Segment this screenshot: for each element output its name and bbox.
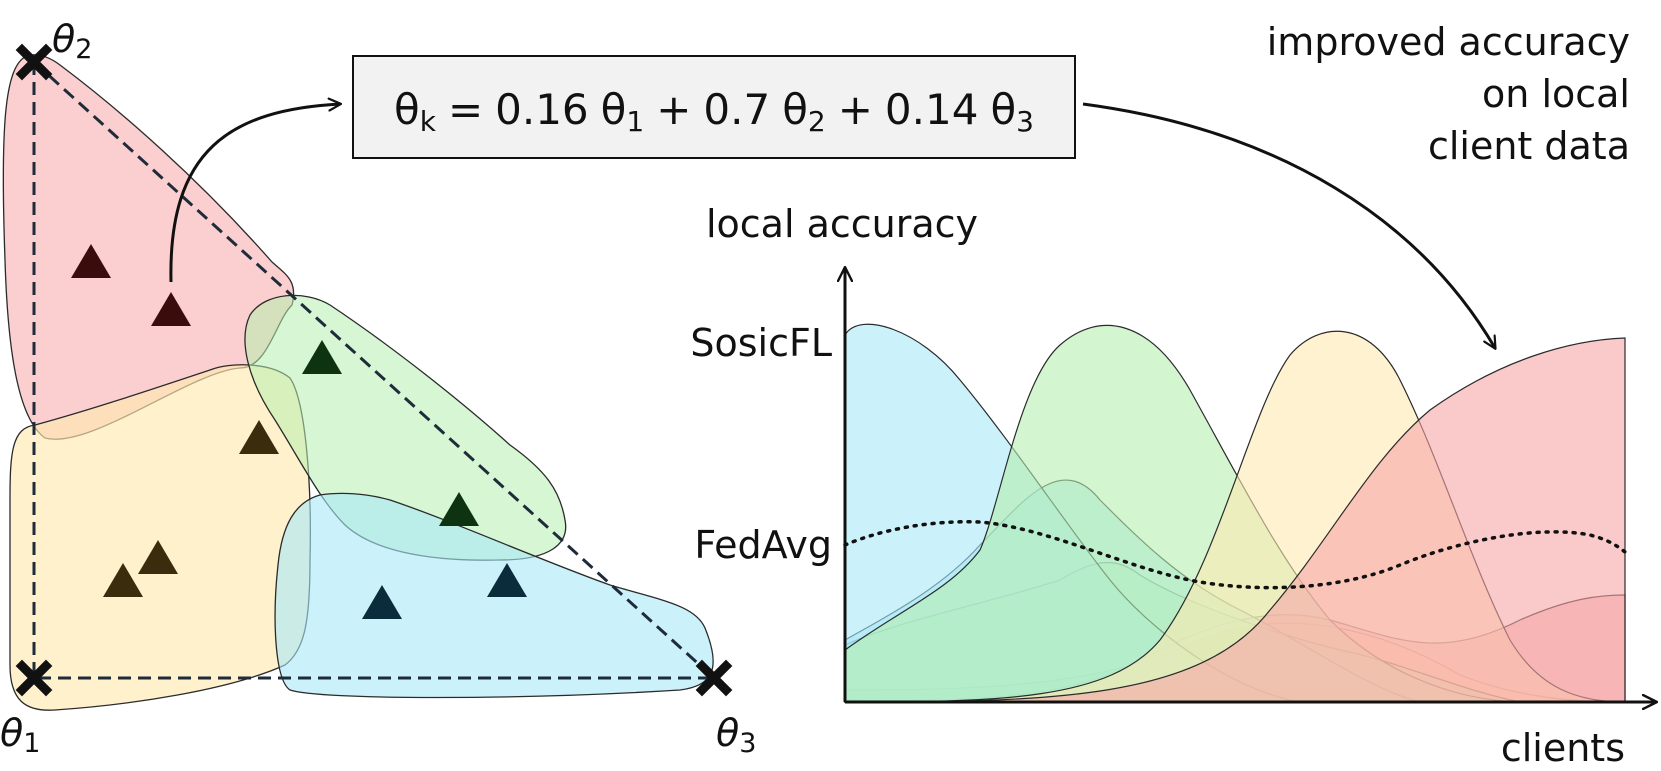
client-marker xyxy=(71,244,111,278)
client-marker xyxy=(362,585,402,619)
fedavg-curve xyxy=(843,519,1627,590)
y-axis-label: local accuracy xyxy=(706,202,978,246)
client-marker xyxy=(487,563,527,597)
vertex-theta1 xyxy=(15,659,53,697)
arrow-client-to-formula xyxy=(169,104,340,283)
level-label-sosicfl: SosicFL xyxy=(690,321,832,365)
client-markers xyxy=(71,244,527,619)
arrow-formula-to-plot xyxy=(1082,102,1495,348)
label-theta2: θ2 xyxy=(52,17,92,65)
simplex-triangle xyxy=(32,60,716,680)
level-label-fedavg: FedAvg xyxy=(694,523,832,567)
client-marker xyxy=(151,292,191,326)
client-marker xyxy=(138,540,178,574)
annotation-line: improved accuracy xyxy=(1267,20,1630,64)
client-marker xyxy=(302,340,342,374)
client-marker xyxy=(439,492,479,526)
label-theta1: θ1 xyxy=(0,711,40,759)
annotation-line: client data xyxy=(1428,124,1630,168)
area-red-peak xyxy=(844,337,1626,703)
annotation-line: on local xyxy=(1482,72,1630,116)
client-marker xyxy=(103,563,143,597)
accuracy-plot: local accuracy SosicFL FedAvg clients xyxy=(690,202,1656,770)
client-marker xyxy=(239,420,279,454)
improved-accuracy-annotation: improved accuracy on local client data xyxy=(1267,20,1630,168)
x-axis-label: clients xyxy=(1501,726,1625,770)
simplex-diagram: θ2 θ1 θ3 xyxy=(0,17,756,759)
label-theta3: θ3 xyxy=(716,711,756,759)
vertex-theta3 xyxy=(695,659,733,697)
vertex-theta2 xyxy=(15,43,53,81)
